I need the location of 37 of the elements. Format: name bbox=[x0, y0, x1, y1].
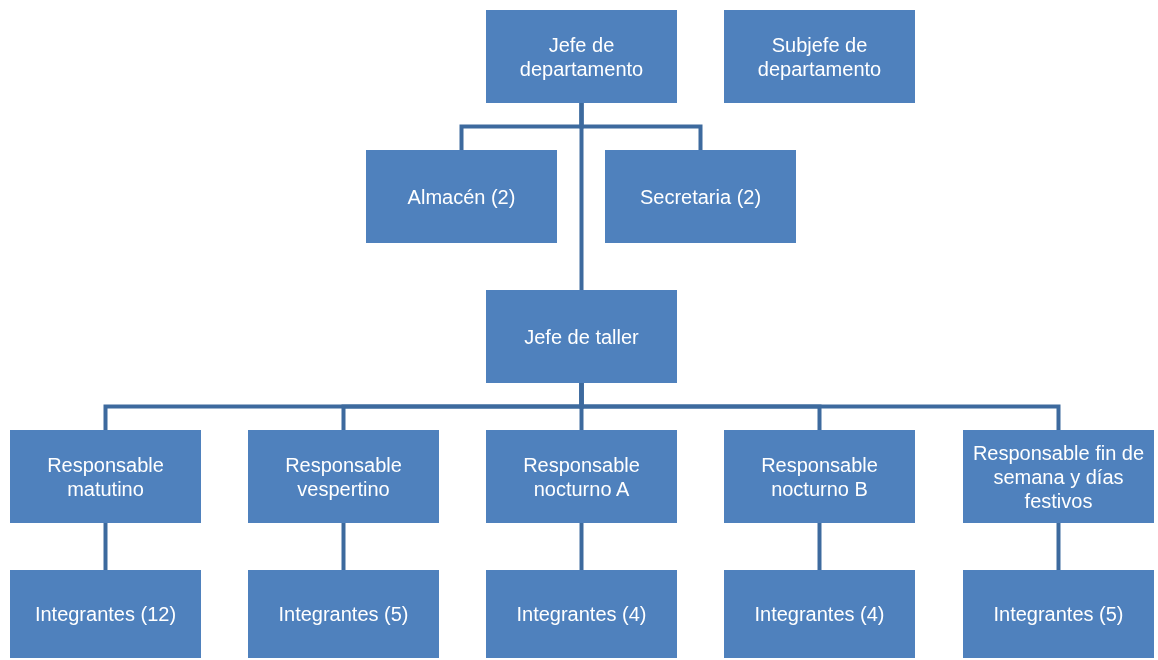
box-label: Jefe de taller bbox=[524, 324, 639, 349]
org-box bbox=[486, 570, 677, 658]
box-label: Almacén (2) bbox=[407, 184, 516, 209]
box-label: Integrantes (4) bbox=[754, 602, 885, 626]
org-box bbox=[366, 150, 557, 243]
box-label: Responsable matutino bbox=[46, 452, 165, 501]
org-box bbox=[963, 430, 1154, 523]
connector-line bbox=[579, 103, 584, 290]
org-box bbox=[486, 10, 677, 103]
box-label: Responsable fin de semana y días festivos bbox=[971, 440, 1146, 513]
org-box bbox=[724, 570, 915, 658]
org-box bbox=[963, 570, 1154, 658]
org-box bbox=[10, 430, 201, 523]
org-box bbox=[486, 430, 677, 523]
connector-line bbox=[817, 523, 822, 570]
connector-line bbox=[579, 523, 584, 570]
box-label: Responsable nocturno A bbox=[522, 452, 641, 501]
box-label: Integrantes (5) bbox=[993, 602, 1124, 626]
box-label: Subjefe de departamento bbox=[756, 32, 883, 81]
org-box bbox=[248, 430, 439, 523]
org-box bbox=[724, 10, 915, 103]
connector-line bbox=[579, 383, 1061, 430]
org-box bbox=[724, 430, 915, 523]
box-label: Responsable nocturno B bbox=[760, 452, 879, 501]
org-box bbox=[248, 570, 439, 658]
box-label: Integrantes (5) bbox=[278, 602, 409, 626]
box-label: Integrantes (4) bbox=[516, 602, 647, 626]
box-label: Jefe de departamento bbox=[518, 32, 645, 81]
org-box bbox=[605, 150, 796, 243]
org-box bbox=[486, 290, 677, 383]
box-label: Secretaria (2) bbox=[639, 184, 762, 209]
connector-line bbox=[341, 523, 346, 570]
box-label: Responsable vespertino bbox=[284, 452, 403, 501]
connector-line bbox=[1056, 523, 1061, 570]
connector-line bbox=[103, 523, 108, 570]
box-label: Integrantes (12) bbox=[34, 602, 177, 626]
org-box bbox=[10, 570, 201, 658]
